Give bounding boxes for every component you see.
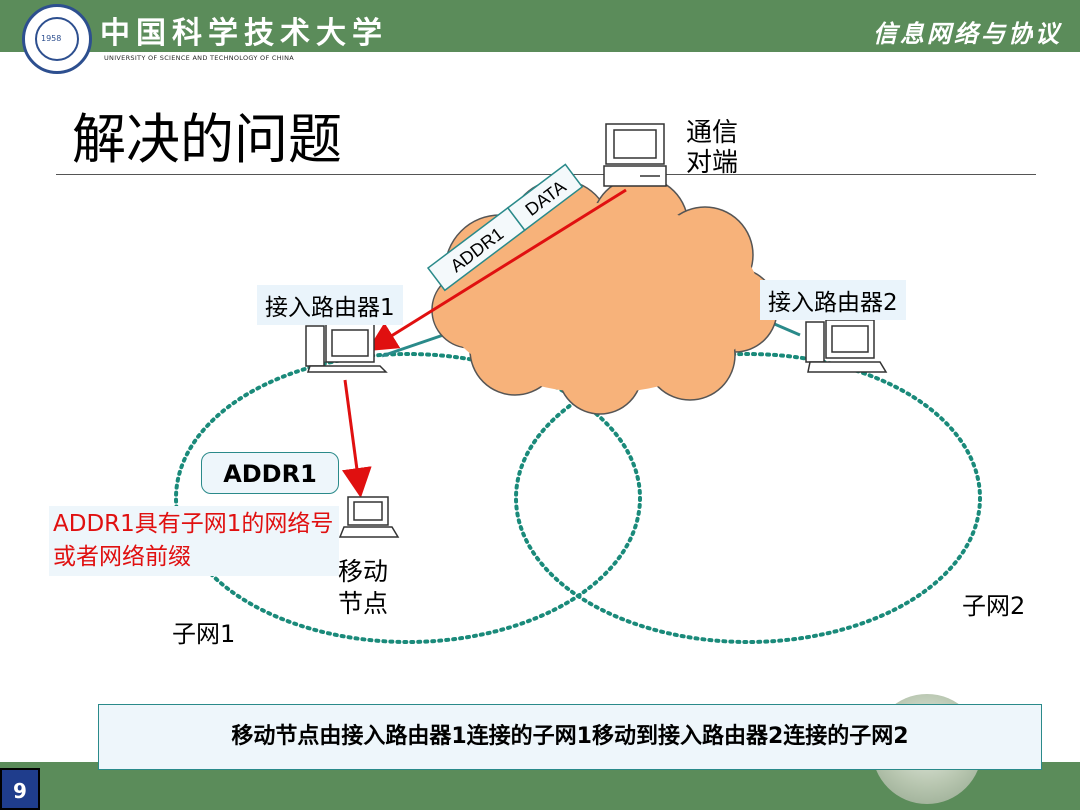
slide-title: 解决的问题 [72,108,342,171]
university-logo: 1958 [22,4,92,74]
subnet1-ellipse [174,352,642,644]
internet-cloud [431,176,778,415]
packet: ADDR1 DATA [426,163,584,292]
course-title: 信息网络与协议 [873,19,1062,48]
router1-label: 接入路由器1 [257,285,403,325]
mobile-node-computer-icon [338,496,400,538]
mobile-node-label: 移动节点 [337,557,388,618]
page-number: 9 [0,768,40,810]
subnet2-ellipse [514,352,982,644]
tunnel-arrow [366,188,627,352]
subnet2-label: 子网2 [962,592,1026,620]
correspondent-computer-icon [603,123,667,187]
router1-computer-icon [305,323,388,373]
correspondent-label: 通信对端 [686,118,739,178]
addr-callout: ADDR1 [201,452,339,494]
summary-box: 移动节点由接入路由器1连接的子网1移动到接入路由器2连接的子网2 [98,704,1042,770]
packet-data-box [506,163,584,232]
university-name-cn: 中国科学技术大学 [100,16,388,51]
logo-inner-ring [35,17,79,61]
title-divider [56,174,1036,175]
delivery-arrow [341,379,372,498]
header-bar [0,0,1080,52]
university-name-en: UNIVERSITY OF SCIENCE AND TECHNOLOGY OF … [104,54,295,62]
router2-computer-icon [805,319,888,373]
address-note: ADDR1具有子网1的网络号或者网络前缀 [49,506,339,576]
subnet1-label: 子网1 [172,620,236,648]
logo-year: 1958 [41,34,62,43]
router2-label: 接入路由器2 [760,280,906,320]
